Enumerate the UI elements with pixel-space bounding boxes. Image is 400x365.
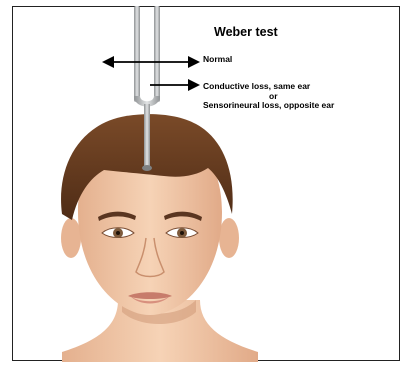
normal-label: Normal — [203, 54, 232, 64]
conductive-loss-label: Conductive loss, same ear — [203, 81, 310, 91]
normal-arrow — [102, 56, 200, 68]
diagram-title: Weber test — [214, 25, 278, 39]
left-ear — [61, 218, 81, 258]
right-ear — [219, 218, 239, 258]
sensorineural-loss-label: Sensorineural loss, opposite ear — [203, 100, 334, 110]
